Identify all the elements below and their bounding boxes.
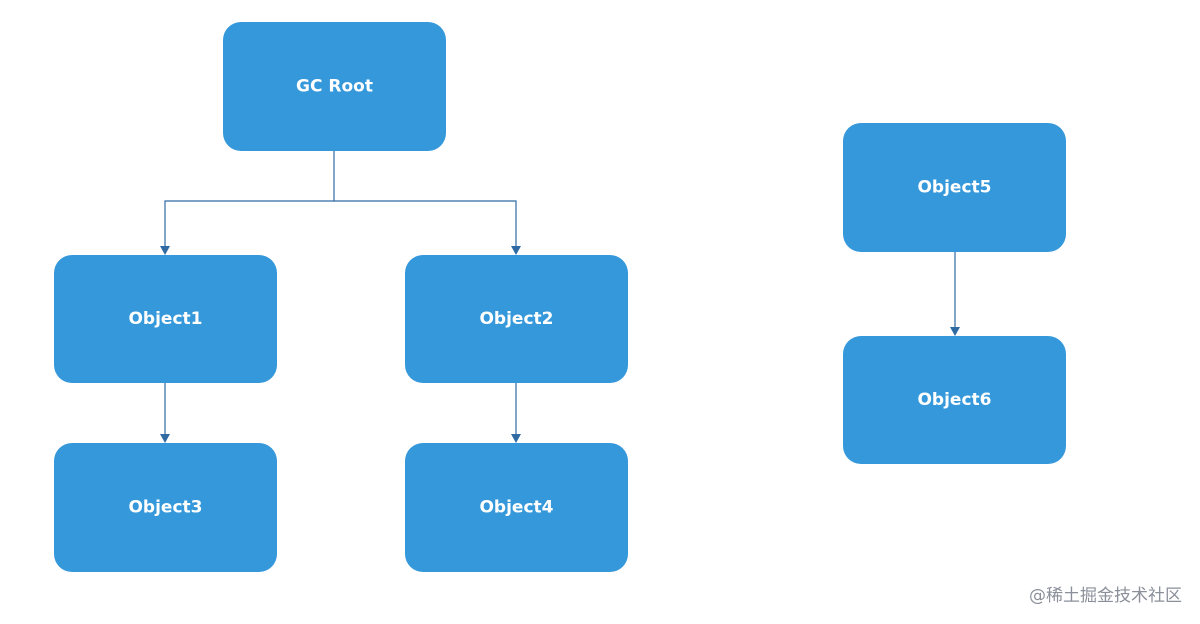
node-object3: Object3 [54, 443, 277, 572]
arrow-object2-object4 [511, 434, 521, 443]
node-gc-root: GC Root [223, 22, 446, 151]
node-label: Object6 [917, 390, 991, 410]
node-label: GC Root [296, 77, 373, 97]
node-label: Object2 [479, 309, 553, 329]
arrow-gcroot-object1 [160, 246, 170, 255]
node-object1: Object1 [54, 255, 277, 383]
node-label: Object4 [479, 498, 553, 518]
node-label: Object1 [128, 309, 202, 329]
watermark: @稀土掘金技术社区 [1029, 586, 1182, 606]
node-object5: Object5 [843, 123, 1066, 252]
node-object4: Object4 [405, 443, 628, 572]
edge-gcroot-object2 [334, 200, 517, 248]
node-object6: Object6 [843, 336, 1066, 464]
node-object2: Object2 [405, 255, 628, 383]
node-label: Object3 [128, 498, 202, 518]
node-label: Object5 [917, 178, 991, 198]
arrow-object5-object6 [950, 327, 960, 336]
arrow-object1-object3 [160, 434, 170, 443]
arrow-gcroot-object2 [511, 246, 521, 255]
edges [160, 151, 960, 443]
edge-gcroot-object1 [164, 151, 335, 248]
